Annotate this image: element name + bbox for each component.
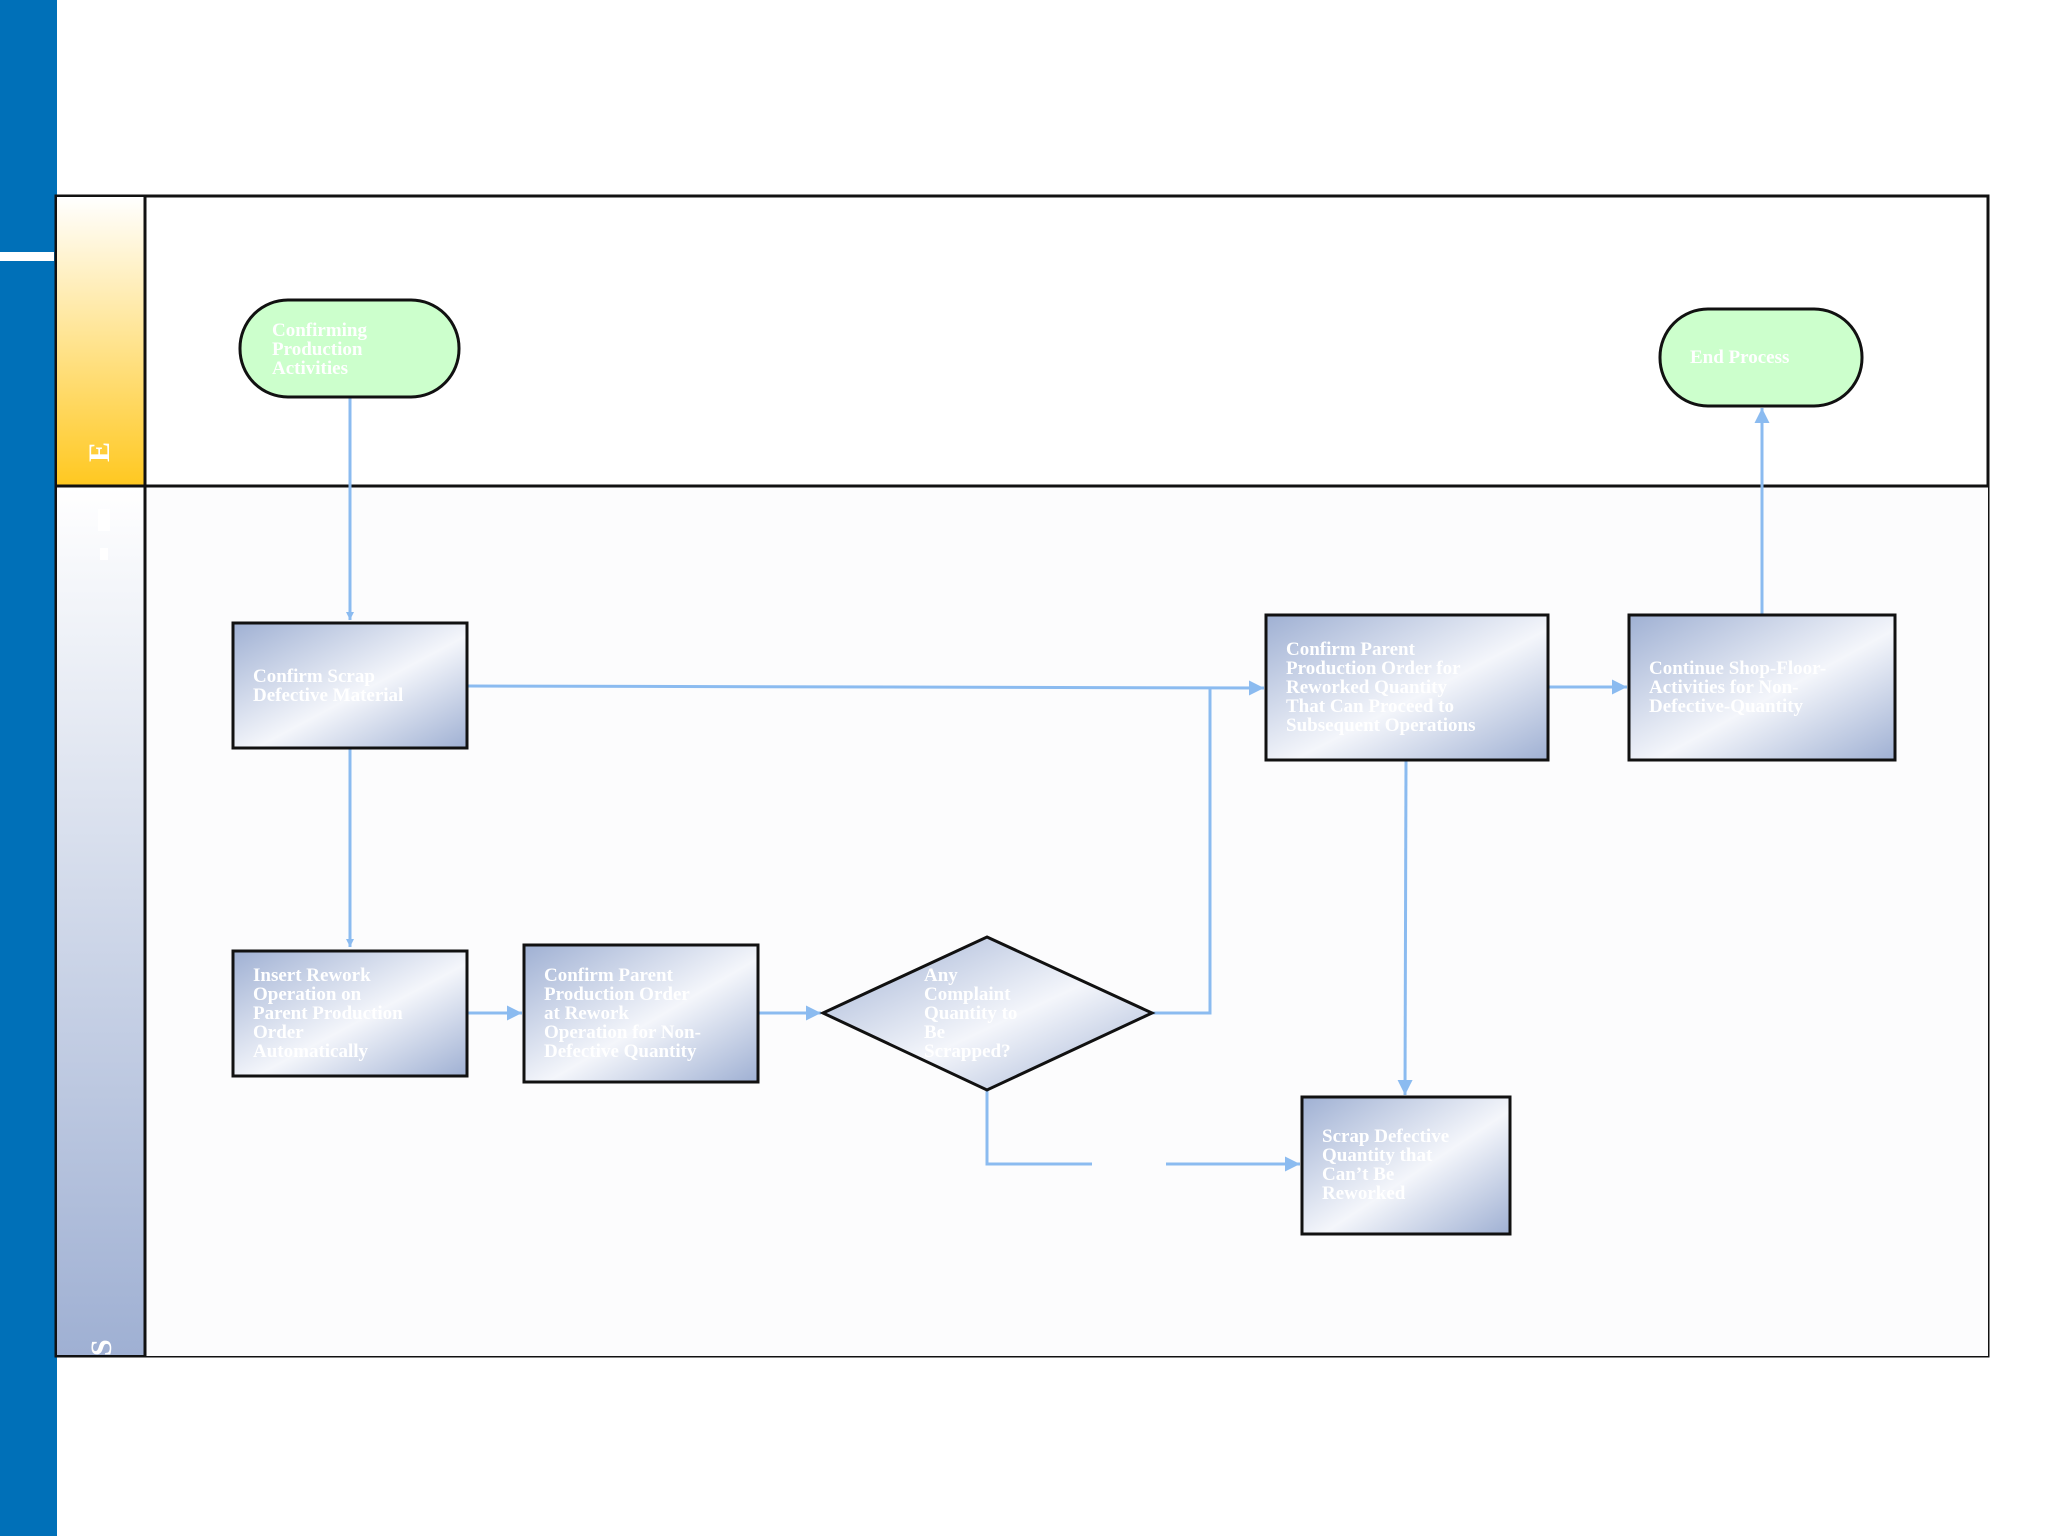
svg-text:Continue Shop-Floor- Act: Continue Shop-Floor- Activities for Non-… — [1649, 658, 1831, 717]
svg-text:Confirm Parent Productio: Confirm Parent Production Order for Rewo… — [1286, 639, 1476, 736]
node-decision: Any Complaint Quantity to Be Scrapped? — [819, 935, 1156, 1092]
lane-bottom-label-marks — [98, 509, 110, 560]
node-confirm-rework: Confirm Parent Production Order at Rewor… — [522, 943, 760, 1084]
lane-bottom-label: S — [85, 1339, 118, 1356]
node-start: Confirming Production Activities — [238, 298, 461, 399]
node-scrap: Scrap Defective Quantity that Can’t Be R… — [1300, 1095, 1512, 1236]
svg-text:Insert Rework Operation: Insert Rework Operation on Parent Produc… — [253, 965, 407, 1062]
lane-bottom-header — [57, 487, 145, 1355]
side-accent-notch — [0, 252, 54, 261]
svg-text:Any Complaint Quan: Any Complaint Quantity to Be Scrapped? — [924, 965, 1022, 1062]
lane-top-header — [57, 197, 145, 486]
svg-text:End Process: End Process — [1690, 347, 1789, 368]
node-continue: Continue Shop-Floor- Activities for Non-… — [1627, 613, 1897, 762]
svg-text:Scrap Defective Quantity: Scrap Defective Quantity that Can’t Be R… — [1322, 1126, 1454, 1204]
svg-text:Confirming Production: Confirming Production Activities — [272, 320, 372, 379]
node-confirm-scrap: Confirm Scrap Defective Material — [231, 621, 469, 750]
svg-text:Confirm Parent Productio: Confirm Parent Production Order at Rewor… — [544, 965, 706, 1062]
node-end: End Process — [1658, 307, 1864, 408]
node-confirm-parent: Confirm Parent Production Order for Rewo… — [1264, 613, 1550, 762]
edge-decision-to-scrap-segment-1 — [985, 1090, 1092, 1166]
edge-decision-to-confirm-parent — [1152, 688, 1212, 1015]
node-insert-rework: Insert Rework Operation on Parent Produc… — [231, 949, 469, 1078]
edge-confirm-parent-to-scrap — [1397, 759, 1413, 1096]
svg-text:Confirm Scrap Defective: Confirm Scrap Defective Material — [253, 666, 403, 706]
edge-confirm-scrap-to-confirm-parent — [466, 680, 1265, 696]
lane-top-label: E — [83, 442, 116, 462]
